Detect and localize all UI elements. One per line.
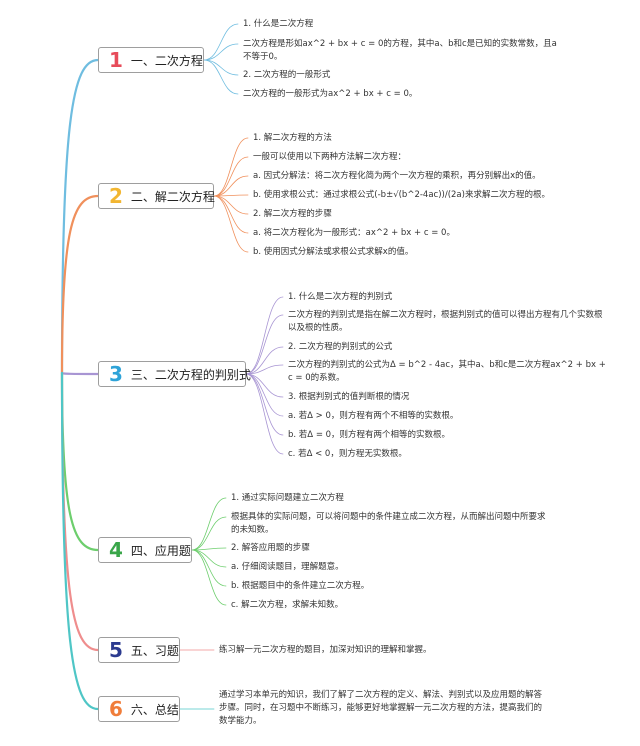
leaf-1-4: 二次方程的一般形式为ax^2 + bx + c = 0。 xyxy=(243,89,418,99)
leaf-line-1-1 xyxy=(203,23,239,61)
leaf-line-1-4 xyxy=(203,59,239,95)
leaf-line-4-5 xyxy=(191,549,227,587)
leaf-line-3-3 xyxy=(245,346,284,375)
leaf-2-4: b. 使用求根公式：通过求根公式(-b±√(b^2-4ac))/(2a)来求解二… xyxy=(253,190,550,200)
leaf-line-1-3 xyxy=(203,59,239,76)
leaf-4-5: b. 根据题目中的条件建立二次方程。 xyxy=(231,581,370,591)
leaf-line-3-5 xyxy=(245,373,284,398)
leaf-line-3-6 xyxy=(245,373,284,417)
topic-node-3[interactable]: 3 三、二次方程的判别式 xyxy=(98,361,251,387)
leaf-4-6: c. 解二次方程，求解未知数。 xyxy=(231,600,344,610)
leaf-2-7: b. 使用因式分解法或求根公式求解x的值。 xyxy=(253,247,414,257)
branch-line-6 xyxy=(60,371,100,711)
topic-number-3: 3 xyxy=(109,362,123,386)
topic-number-4: 4 xyxy=(109,538,123,562)
leaf-4-4: a. 仔细阅读题目，理解题意。 xyxy=(231,562,344,572)
leaf-2-6: a. 将二次方程化为一般形式：ax^2 + bx + c = 0。 xyxy=(253,228,455,238)
leaf-line-2-2 xyxy=(213,156,249,197)
topic-number-2: 2 xyxy=(109,184,123,208)
topic-title-2: 二、解二次方程 xyxy=(130,189,215,204)
leaf-line-2-6 xyxy=(213,195,249,234)
topic-number-6: 6 xyxy=(109,697,123,721)
leaf-line-3-8 xyxy=(245,373,284,455)
leaf-line-1-2 xyxy=(203,43,239,61)
topic-title-4: 四、应用题 xyxy=(130,543,191,558)
branch-line-1 xyxy=(60,58,100,375)
leaf-line-4-4 xyxy=(191,549,227,568)
topic-node-6[interactable]: 6 六、总结 xyxy=(98,696,180,722)
leaf-3-5: 3. 根据判别式的值判断根的情况 xyxy=(288,392,410,402)
leaf-2-3: a. 因式分解法：将二次方程化简为两个一次方程的乘积，再分别解出x的值。 xyxy=(253,171,541,181)
leaf-line-2-7 xyxy=(213,195,249,253)
topic-title-1: 一、二次方程 xyxy=(130,53,203,68)
leaf-4-1: 1. 通过实际问题建立二次方程 xyxy=(231,493,344,503)
leaf-3-7: b. 若Δ = 0，则方程有两个相等的实数根。 xyxy=(288,430,451,440)
leaf-line-4-2 xyxy=(191,516,227,551)
leaf-2-5: 2. 解二次方程的步骤 xyxy=(253,209,332,219)
leaf-line-4-1 xyxy=(191,497,227,551)
topic-node-5[interactable]: 5 五、习题 xyxy=(98,637,180,663)
leaf-3-1: 1. 什么是二次方程的判别式 xyxy=(288,292,393,302)
topic-node-2[interactable]: 2 二、解二次方程 xyxy=(98,183,215,209)
branch-line-2 xyxy=(60,194,100,375)
leaf-5-1: 练习解一元二次方程的题目，加深对知识的理解和掌握。 xyxy=(219,645,432,655)
leaf-6-1: 通过学习本单元的知识，我们了解了二次方程的定义、解法、判别式以及应用题的解答步骤… xyxy=(219,690,543,726)
leaf-4-2: 根据具体的实际问题，可以将问题中的条件建立成二次方程，从而解出问题中所要求的未知… xyxy=(231,512,546,535)
topic-node-1[interactable]: 1 一、二次方程 xyxy=(98,47,204,73)
topic-title-3: 三、二次方程的判别式 xyxy=(130,367,251,382)
topic-number-1: 1 xyxy=(109,48,123,72)
leaf-1-3: 2. 二次方程的一般形式 xyxy=(243,70,331,80)
leaf-line-4-6 xyxy=(191,549,227,606)
leaf-2-1: 1. 解二次方程的方法 xyxy=(253,133,332,143)
branch-line-4 xyxy=(60,371,100,552)
leaf-1-2: 二次方程是形如ax^2 + bx + c = 0的方程，其中a、b和c是已知的实… xyxy=(243,39,557,62)
leaf-2-2: 一般可以使用以下两种方法解二次方程： xyxy=(253,152,407,162)
leaf-line-2-1 xyxy=(213,137,249,197)
leaf-1-1: 1. 什么是二次方程 xyxy=(243,19,314,29)
leaf-line-2-5 xyxy=(213,195,249,215)
branch-line-3 xyxy=(60,371,100,376)
leaf-line-3-7 xyxy=(245,373,284,436)
topic-node-4[interactable]: 4 四、应用题 xyxy=(98,537,192,563)
leaf-4-3: 2. 解答应用题的步骤 xyxy=(231,543,310,553)
leaf-3-8: c. 若Δ < 0，则方程无实数根。 xyxy=(288,449,407,459)
leaf-line-3-1 xyxy=(245,296,284,375)
leaf-line-3-4 xyxy=(245,364,284,375)
leaf-3-2: 二次方程的判别式是指在解二次方程时，根据判别式的值可以得出方程有几个实数根以及根… xyxy=(288,310,603,333)
topic-title-5: 五、习题 xyxy=(130,643,179,658)
leaf-line-3-2 xyxy=(245,314,284,375)
topic-title-6: 六、总结 xyxy=(130,702,179,717)
leaf-line-2-3 xyxy=(213,175,249,197)
leaf-3-6: a. 若Δ > 0，则方程有两个不相等的实数根。 xyxy=(288,411,459,421)
topic-number-5: 5 xyxy=(109,638,123,662)
leaf-3-4: 二次方程的判别式的公式为Δ = b^2 - 4ac，其中a、b和c是二次方程ax… xyxy=(288,360,606,383)
leaf-3-3: 2. 二次方程的判别式的公式 xyxy=(288,342,393,352)
